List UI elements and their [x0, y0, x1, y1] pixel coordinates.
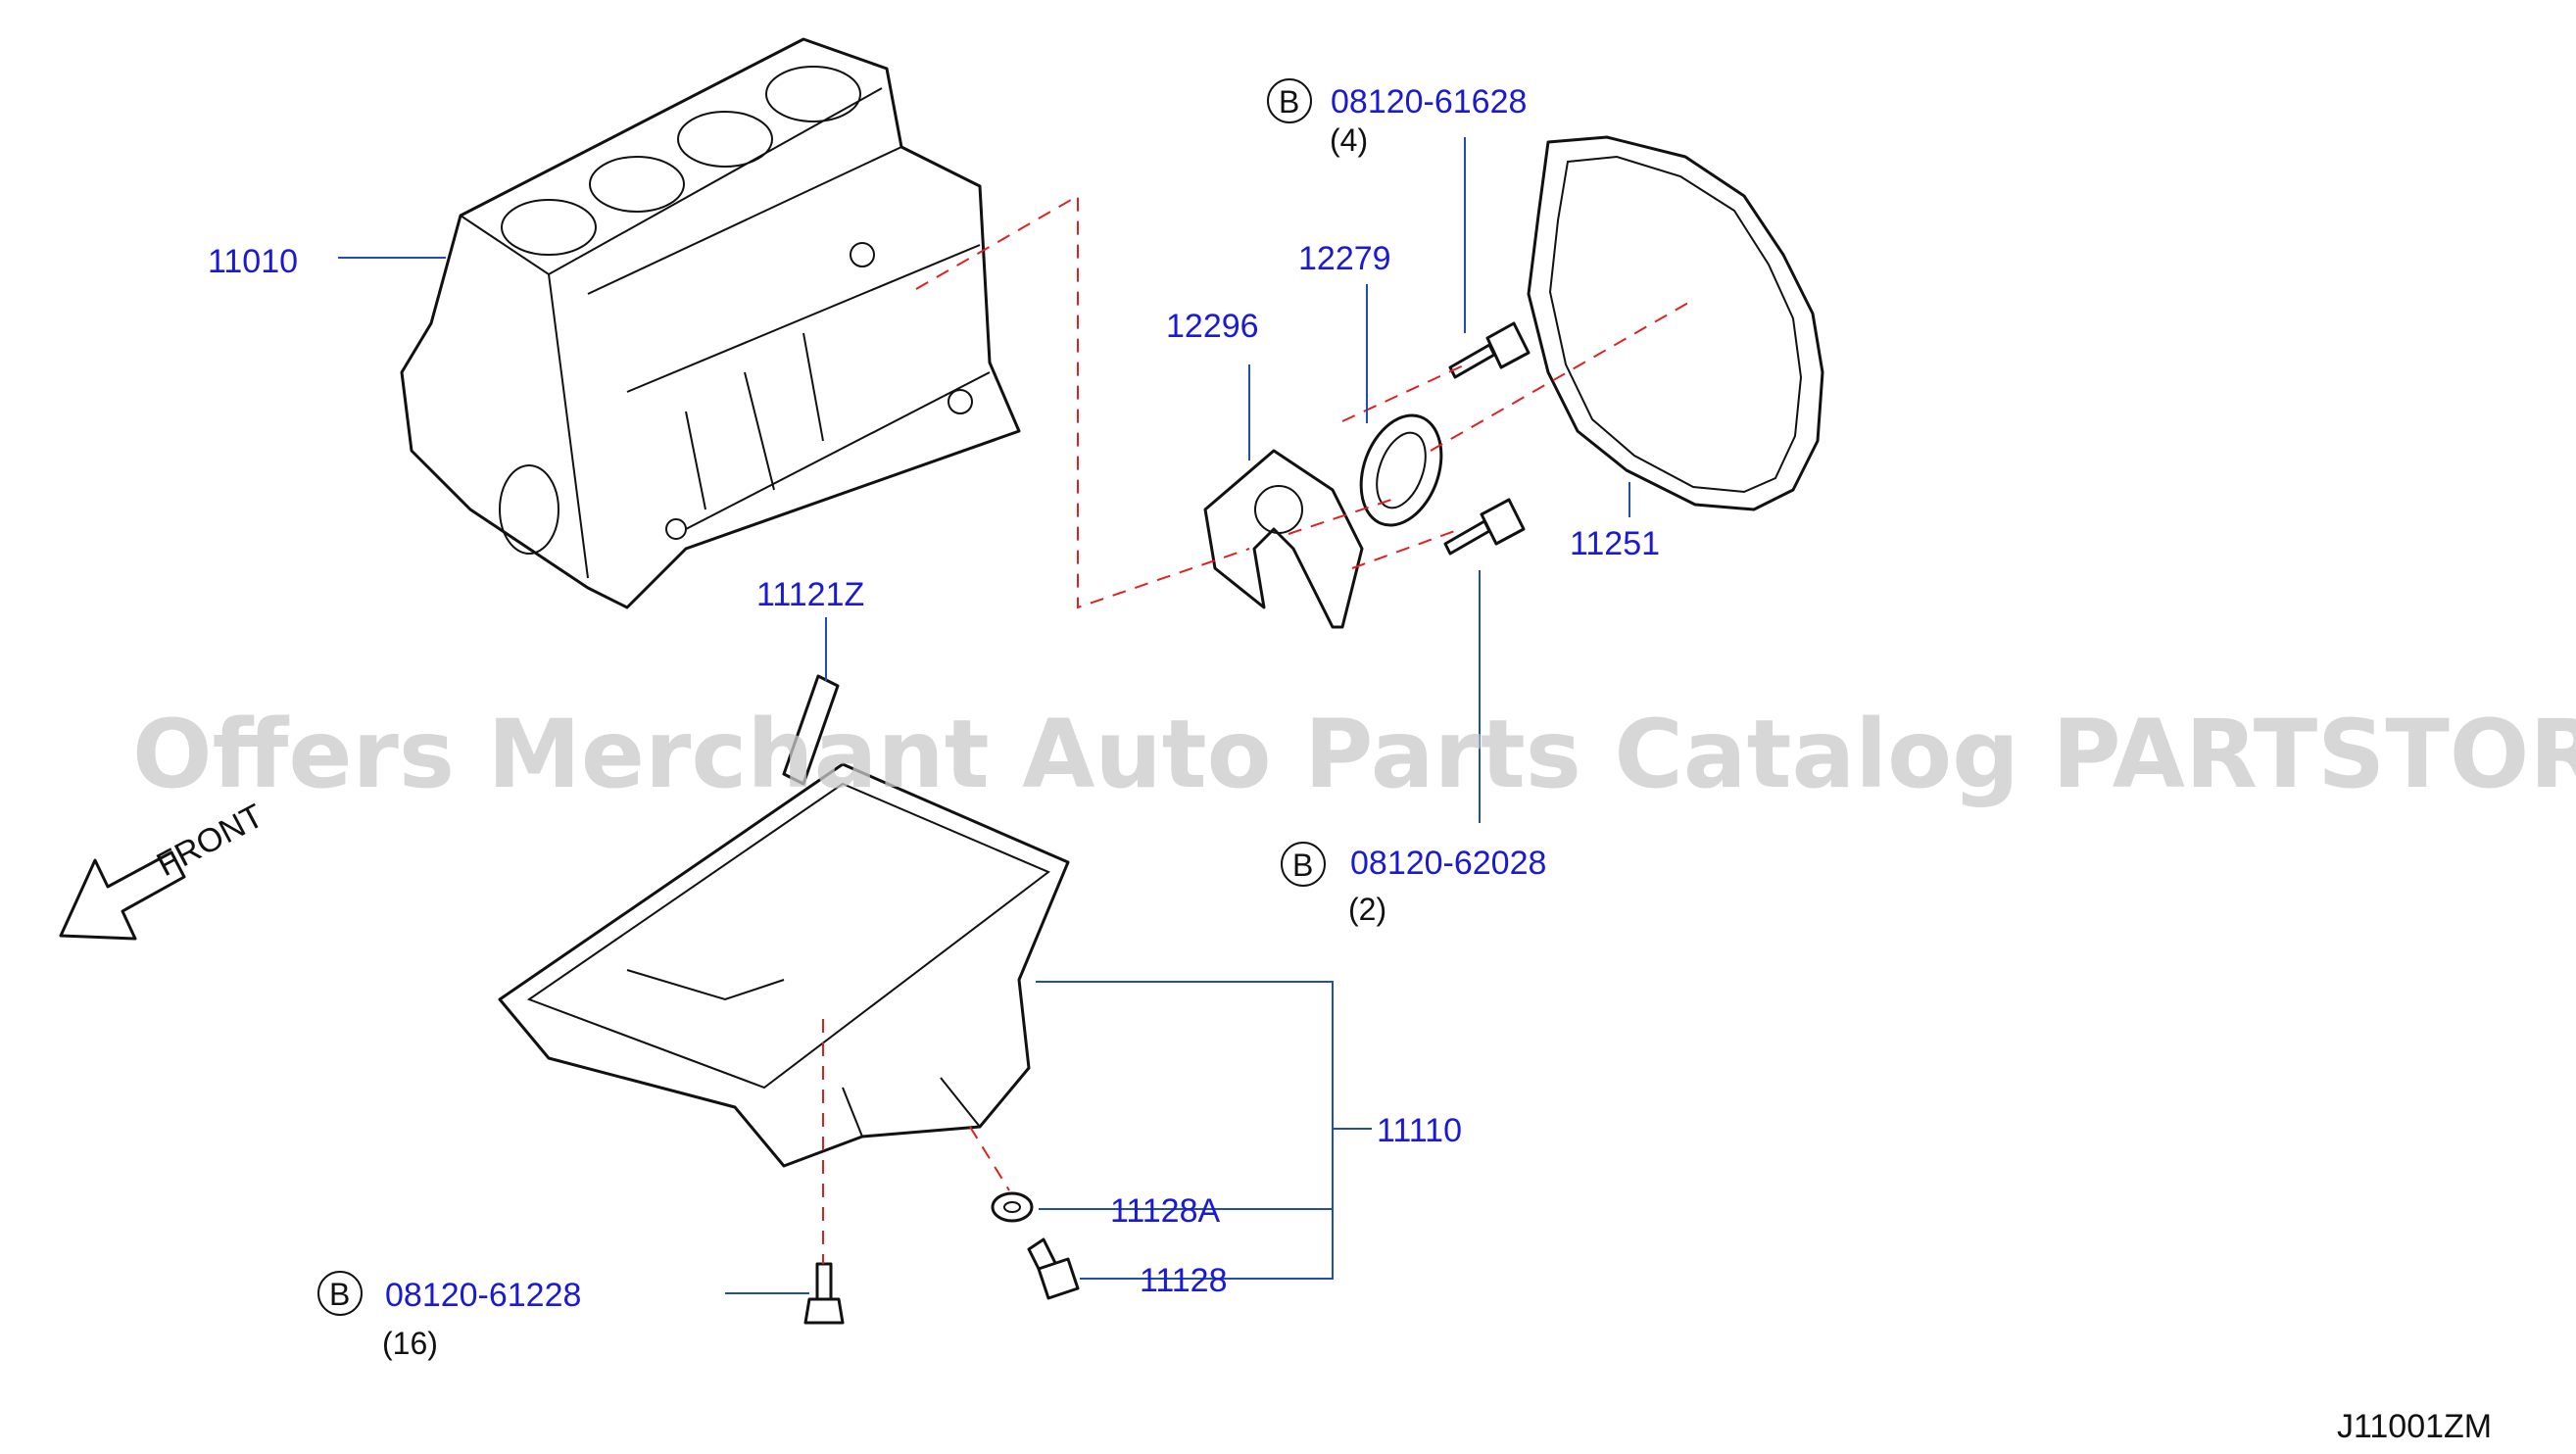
watermark-text: Offers Merchant Auto Parts Catalog PARTS…	[132, 700, 2576, 809]
oil-pan-drawing	[498, 762, 1070, 1168]
bolt-b-circle	[1281, 842, 1326, 887]
middle-bolt-drawing	[1443, 498, 1526, 556]
label-bolt-lower[interactable]: 08120-61228	[385, 1277, 581, 1314]
label-bolt-upper[interactable]: 08120-61628	[1331, 83, 1527, 121]
label-oil-seal-retainer[interactable]: 12296	[1166, 308, 1259, 345]
oil-seal-retainer-drawing	[1203, 449, 1364, 629]
bolt-b-symbol: B	[1292, 848, 1313, 883]
diagram-code: J11001ZM	[2337, 1408, 2492, 1445]
qty-bolt-lower: (16)	[382, 1326, 438, 1361]
rear-plate-gasket-drawing	[1527, 135, 1824, 511]
bolt-callout-lower[interactable]: B 08120-61228 (16)	[317, 1271, 581, 1361]
label-drain-plug[interactable]: 11128	[1140, 1262, 1228, 1299]
bolt-b-circle	[317, 1271, 363, 1316]
label-oil-gauge-guide[interactable]: 11121Z	[756, 576, 864, 613]
bolt-b-symbol: B	[329, 1277, 350, 1312]
label-cylinder-block[interactable]: 11010	[208, 243, 298, 280]
alignment-dashed-lines	[822, 194, 1696, 1264]
label-oil-pan[interactable]: 11110	[1377, 1112, 1462, 1149]
qty-bolt-upper: (4)	[1330, 122, 1368, 158]
label-rear-plate-gasket[interactable]: 11251	[1570, 525, 1660, 562]
front-direction-indicator: FRONT	[59, 798, 269, 941]
drain-washer-drawing	[991, 1191, 1034, 1223]
bolt-callout-upper[interactable]: B 08120-61628 (4)	[1267, 78, 1527, 158]
bolt-b-circle	[1267, 78, 1312, 123]
oil-gauge-guide-drawing	[782, 674, 840, 786]
qty-bolt-middle: (2)	[1348, 892, 1386, 927]
front-arrow-icon	[59, 850, 186, 941]
bolt-b-symbol: B	[1279, 84, 1299, 120]
upper-bolt-drawing	[1448, 321, 1531, 379]
cylinder-block-drawing	[400, 37, 1021, 609]
label-drain-washer[interactable]: 11128A	[1110, 1192, 1220, 1230]
bolt-callout-middle[interactable]: B 08120-62028 (2)	[1281, 842, 1546, 927]
lower-bolt-drawing	[803, 1262, 845, 1325]
label-bolt-middle[interactable]: 08120-62028	[1350, 845, 1546, 882]
leader-lines	[338, 137, 1630, 1294]
oil-seal-drawing	[1359, 413, 1443, 527]
front-label: FRONT	[151, 798, 269, 885]
drain-plug-drawing	[1027, 1237, 1080, 1300]
label-oil-seal[interactable]: 12279	[1298, 240, 1391, 277]
